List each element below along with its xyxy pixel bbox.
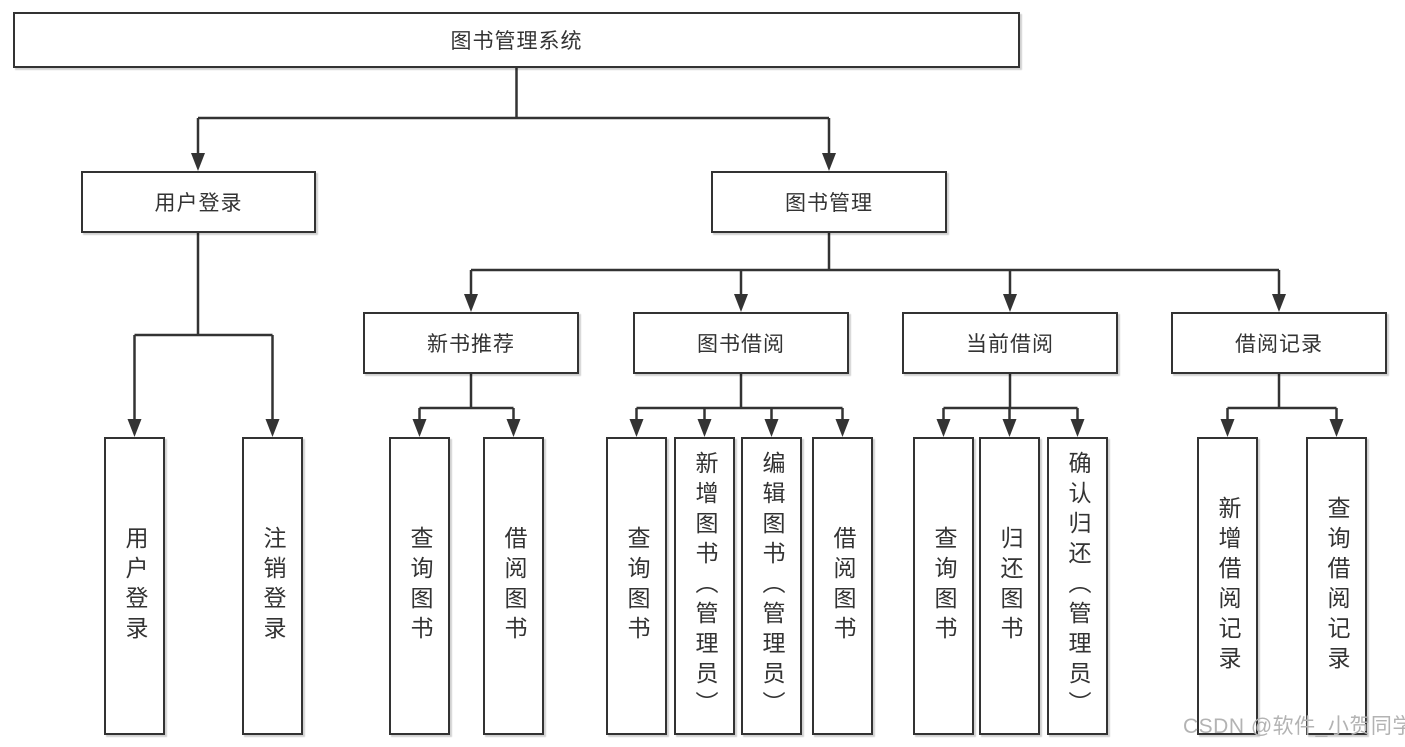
leaf-add-borrow-record: 新增借阅记录 [1197, 437, 1258, 735]
leaf-confirm-return-admin: 确认归还（管理员） [1047, 437, 1108, 735]
arrow-down-icon [265, 419, 280, 437]
node-label: 查询图书 [407, 526, 433, 646]
node-label: 新增借阅记录 [1215, 496, 1241, 676]
node-label: 图书管理 [785, 192, 873, 215]
arrow-down-icon [835, 419, 850, 437]
node-label: 图书管理系统 [450, 30, 583, 53]
node-label: 借阅记录 [1235, 333, 1323, 356]
connector-root-to-level2 [191, 68, 836, 171]
connector-book-management-children [464, 233, 1286, 312]
node-label: 归还图书 [997, 526, 1023, 646]
node-book-borrow: 图书借阅 [633, 312, 849, 374]
node-label: 用户登录 [154, 192, 243, 215]
arrow-down-icon [464, 294, 478, 312]
node-label: 查询图书 [931, 526, 957, 646]
csdn-watermark: CSDN @软件_小贺同学 [1183, 715, 1405, 738]
node-user-login: 用户登录 [81, 171, 316, 233]
arrow-down-icon [1002, 419, 1017, 437]
node-new-book-recommend: 新书推荐 [363, 312, 579, 374]
connector-current-borrow-children [936, 374, 1085, 437]
leaf-query-books-current: 查询图书 [913, 437, 974, 735]
arrow-down-icon [1272, 294, 1286, 312]
arrow-down-icon [629, 419, 644, 437]
arrow-down-icon [1220, 419, 1235, 437]
arrow-down-icon [506, 419, 521, 437]
arrow-down-icon [1003, 294, 1017, 312]
node-borrow-records: 借阅记录 [1171, 312, 1387, 374]
connector-borrow-record-children [1220, 374, 1344, 437]
leaf-logout: 注销登录 [242, 437, 303, 735]
arrow-down-icon [127, 419, 142, 437]
node-label: 用户登录 [122, 526, 148, 646]
node-label: 图书借阅 [697, 333, 785, 356]
node-label: 查询图书 [624, 526, 650, 646]
node-label: 查询借阅记录 [1324, 496, 1350, 676]
node-label: 新书推荐 [427, 333, 515, 356]
arrow-down-icon [764, 419, 779, 437]
node-label: 新增图书（管理员） [692, 451, 718, 721]
node-current-borrow: 当前借阅 [902, 312, 1118, 374]
leaf-query-borrow-record: 查询借阅记录 [1306, 437, 1367, 735]
leaf-user-login: 用户登录 [104, 437, 165, 735]
arrow-down-icon [412, 419, 427, 437]
node-label: 当前借阅 [966, 333, 1054, 356]
leaf-edit-book-admin: 编辑图书（管理员） [741, 437, 802, 735]
leaf-return-book: 归还图书 [979, 437, 1040, 735]
leaf-query-books-recommend: 查询图书 [389, 437, 450, 735]
node-label: 借阅图书 [501, 526, 527, 646]
connector-user-login-children [127, 233, 280, 437]
arrow-down-icon [697, 419, 712, 437]
leaf-borrow-books: 借阅图书 [812, 437, 873, 735]
leaf-add-book-admin: 新增图书（管理员） [674, 437, 735, 735]
arrow-down-icon [191, 153, 205, 171]
arrow-down-icon [822, 153, 836, 171]
node-label: 编辑图书（管理员） [759, 451, 785, 721]
node-label: 借阅图书 [830, 526, 856, 646]
node-book-management: 图书管理 [711, 171, 947, 233]
connector-book-borrow-children [629, 374, 850, 437]
leaf-query-books-borrow: 查询图书 [606, 437, 667, 735]
leaf-borrow-books-recommend: 借阅图书 [483, 437, 544, 735]
arrow-down-icon [936, 419, 951, 437]
arrow-down-icon [734, 294, 748, 312]
node-label: 注销登录 [260, 526, 286, 646]
node-label: 确认归还（管理员） [1065, 451, 1091, 721]
node-root-library-system: 图书管理系统 [13, 12, 1020, 68]
arrow-down-icon [1329, 419, 1344, 437]
arrow-down-icon [1070, 419, 1085, 437]
connector-new-book-children [412, 374, 521, 437]
